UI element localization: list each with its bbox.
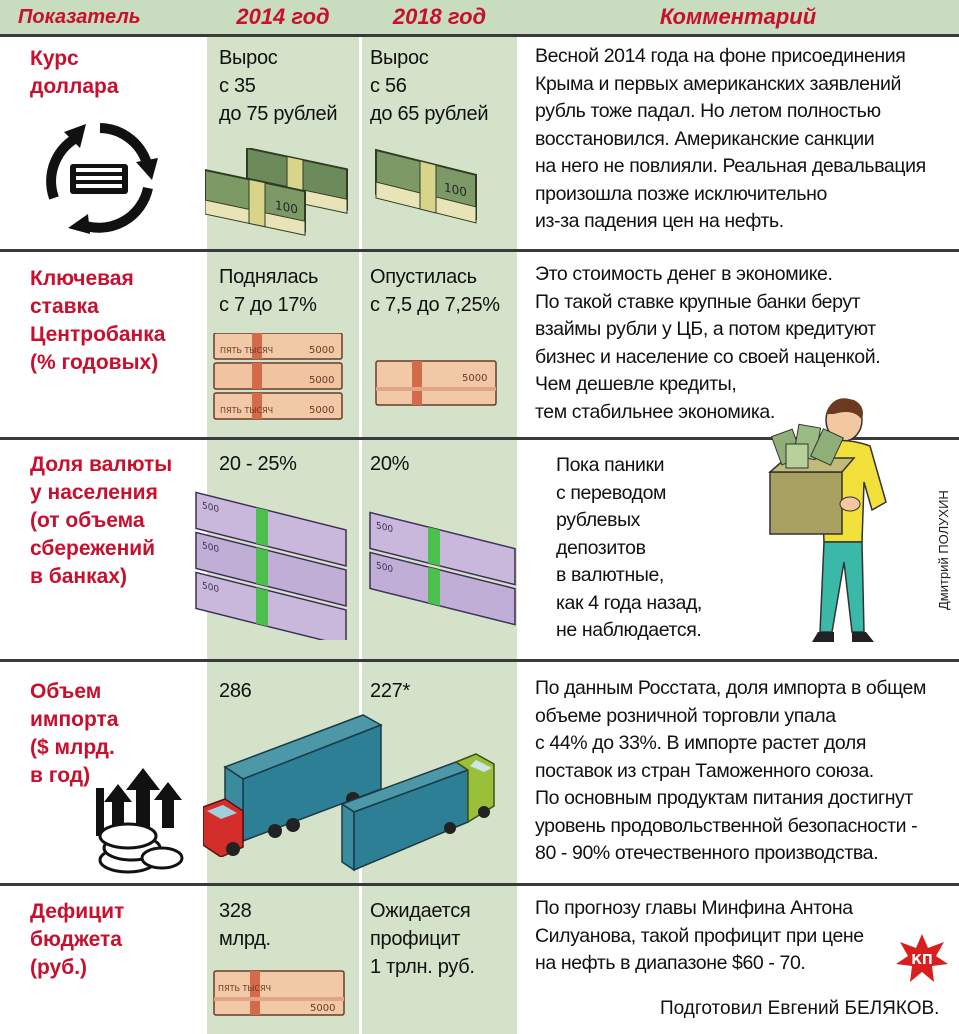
header-2014: 2014 год <box>236 4 330 29</box>
coins-growth-arrows-icon <box>96 768 184 874</box>
row-label-key-rate: Ключевая ставка Центробанка (% годовых) <box>30 267 166 374</box>
value-2014-imports: 286 <box>219 680 252 702</box>
ruble-denomination: 5000 <box>310 1003 335 1014</box>
comment-budget: По прогнозу главы Минфина Антона Силуано… <box>535 897 864 974</box>
dollar-denomination-2018: 100 <box>444 180 467 199</box>
ruble-denomination-2018: 5000 <box>462 373 487 384</box>
value-2014-currency-share: 20 - 25% <box>219 453 297 475</box>
row-divider <box>0 883 959 886</box>
dollar-denomination: 100 <box>275 198 298 217</box>
green-truck-illustration <box>340 753 495 872</box>
man-with-money-box-illustration <box>768 398 887 642</box>
author-credit: Подготовил Евгений БЕЛЯКОВ. <box>660 998 940 1019</box>
row-divider <box>0 437 959 440</box>
euro-denomination: 500 <box>202 541 219 555</box>
value-2014-budget: 328 млрд. <box>219 900 271 950</box>
header-indicator: Показатель <box>18 5 141 28</box>
row-divider <box>0 34 959 37</box>
header-comment: Комментарий <box>659 4 817 29</box>
value-2018-dollar: Вырос с 56 до 65 рублей <box>370 47 489 125</box>
value-2018-imports: 227* <box>370 680 410 702</box>
dollar-bundles-2014: 100 <box>205 148 348 236</box>
ruble-bundle-2014-budget: ПЯТЬ ТЫСЯЧ 5000 <box>213 970 345 1016</box>
row-divider <box>0 249 959 252</box>
euro-denomination-2018: 500 <box>376 521 393 535</box>
euro-denomination: 500 <box>202 581 219 595</box>
header-2018: 2018 год <box>392 4 487 29</box>
ruble-bundle-2018: 5000 <box>375 360 497 406</box>
dollar-bundle-2018: 100 <box>375 148 477 224</box>
row-label-budget: Дефицит бюджета (руб.) <box>30 900 125 979</box>
ruble-caption: ПЯТЬ ТЫСЯЧ <box>220 346 273 355</box>
illustrator-credit: Дмитрий ПОЛУХИН <box>936 490 951 610</box>
comment-imports: По данным Росстата, доля импорта в общем… <box>535 677 927 864</box>
table-header: Показатель 2014 год 2018 год Комментарий <box>0 0 959 34</box>
ruble-caption: ПЯТЬ ТЫСЯЧ <box>218 984 271 993</box>
euro-bundles-2014: 500 500 500 <box>195 491 347 640</box>
ruble-bundles-2014: ПЯТЬ ТЫСЯЧ 5000 5000 ПЯТЬ ТЫСЯЧ 5000 <box>213 333 343 420</box>
euro-denomination: 500 <box>202 501 219 515</box>
comment-dollar: Весной 2014 года на фоне присоединения К… <box>535 45 926 232</box>
ruble-denomination: 5000 <box>309 375 334 386</box>
value-2018-budget: Ожидается профицит 1 трлн. руб. <box>370 900 475 978</box>
comment-key-rate: Это стоимость денег в экономике. По тако… <box>535 263 881 423</box>
value-2014-dollar: Вырос с 35 до 75 рублей <box>219 47 338 125</box>
euro-denomination-2018: 500 <box>376 561 393 575</box>
logo-text: КП <box>911 953 933 968</box>
value-2018-currency-share: 20% <box>370 453 410 475</box>
row-label-dollar: Курс доллара <box>30 47 119 98</box>
recycle-money-icon <box>46 123 158 234</box>
row-label-currency-share: Доля валюты у населения (от объема сбере… <box>30 453 173 588</box>
euro-bundles-2018: 500 500 <box>369 511 516 626</box>
value-2018-key-rate: Опустилась с 7,5 до 7,25% <box>370 266 500 316</box>
row-divider <box>0 659 959 662</box>
kp-logo: КП <box>896 934 948 982</box>
ruble-caption: ПЯТЬ ТЫСЯЧ <box>220 406 273 415</box>
ruble-denomination: 5000 <box>309 345 334 356</box>
row-label-imports: Объем импорта ($ млрд. в год) <box>30 680 119 787</box>
comment-currency-share: Пока паники с переводом рублевых депозит… <box>556 454 702 641</box>
value-2014-key-rate: Поднялась с 7 до 17% <box>219 266 319 316</box>
ruble-denomination: 5000 <box>309 405 334 416</box>
